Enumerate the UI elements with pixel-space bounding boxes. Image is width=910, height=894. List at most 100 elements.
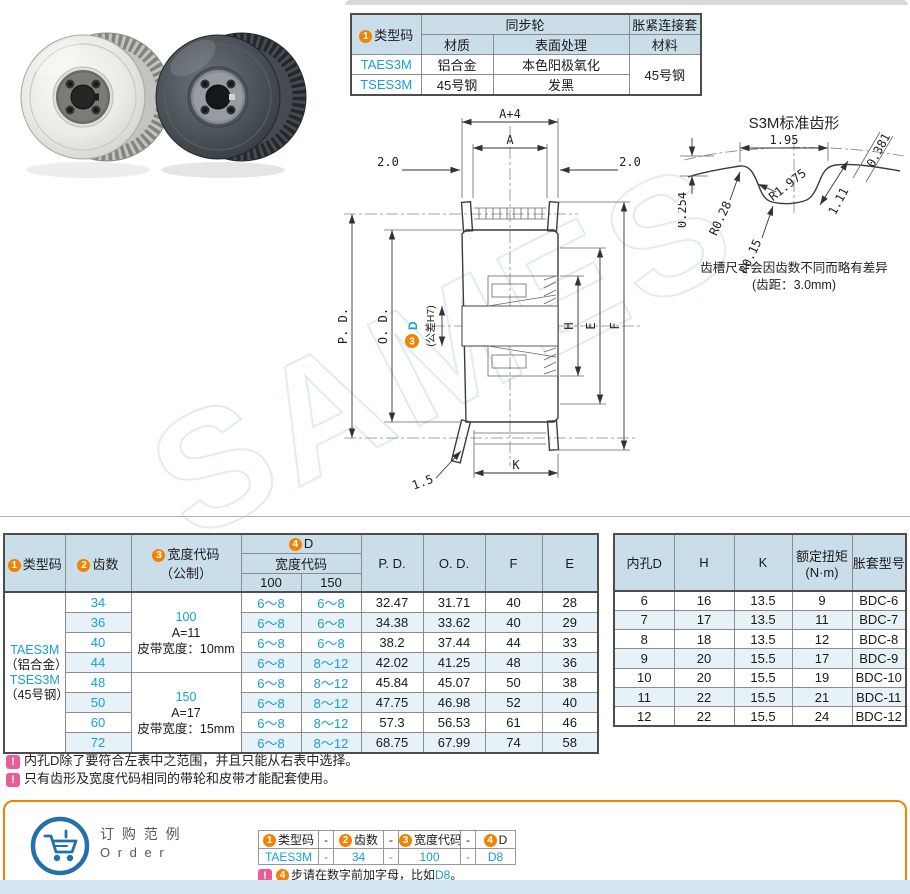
table-row: 48 150 A=17 皮带宽度：15mm 6～8 8～12 45.84 45.… (4, 672, 599, 754)
cell: 42.02 (360, 652, 424, 673)
tooth-dim-angle: 0.381 (864, 131, 893, 169)
width-group-100: 100 A=11 皮带宽度：10mm (130, 591, 242, 673)
dim-od: O. D. (376, 308, 390, 344)
cell: 21 (791, 686, 853, 708)
cell: 6～8 (240, 672, 302, 693)
table-row: 44 6～8 8～12 42.02 41.25 48 36 (4, 652, 599, 673)
cell: 铝合金 (420, 54, 494, 75)
cell: 20 (673, 667, 735, 688)
tooth-note-2: (齿距：3.0mm) (752, 278, 836, 292)
cell: 100 (398, 848, 461, 865)
cell: 16 (673, 590, 735, 611)
warning-icon: ! (6, 755, 20, 769)
cell: 8～12 (300, 692, 362, 713)
cell: 17 (791, 648, 853, 669)
dim-a: A (506, 133, 514, 147)
cell: 6～8 (300, 612, 362, 633)
header-150: 150 (300, 572, 362, 593)
cell: BDC-11 (851, 686, 907, 708)
dim-a-plus-4: A+4 (499, 107, 521, 121)
dim-pd: P. D. (338, 308, 350, 344)
cell: 8 (613, 629, 675, 650)
cell: 11 (613, 686, 675, 708)
cell: 36 (541, 652, 599, 673)
cell: 12 (613, 706, 675, 727)
cell: 40 (64, 632, 132, 653)
cell: 15.5 (733, 686, 793, 708)
cell: 6～8 (240, 692, 302, 713)
dash: - (460, 830, 476, 849)
spec-header-sleeve-material: 材料 (628, 34, 702, 55)
cell: 6～8 (240, 632, 302, 653)
spec-header-material: 材质 (420, 34, 494, 55)
cell: 48 (484, 652, 543, 673)
bottom-strip (0, 880, 910, 894)
tooth-note-1: 齿槽尺寸会因齿数不同而略有差异 (700, 260, 888, 275)
cell: 34.38 (360, 612, 424, 633)
cell: 8～12 (300, 712, 362, 733)
header-torque: 额定扭矩(N·m) (791, 533, 853, 592)
header-k: K (733, 533, 793, 592)
tooth-dim-r2: R1.975 (766, 166, 809, 204)
cell: 45号钢 (628, 54, 702, 96)
cell: 15.5 (733, 706, 793, 727)
table-row: 50 6～8 8～12 47.75 46.98 52 40 (4, 692, 599, 713)
dim-k: K (512, 458, 520, 472)
table-row: TAES3M（铝合金） TSES3M（45号钢） 34 100 A=11 皮带宽… (3, 591, 599, 754)
cell: 12 (791, 629, 853, 650)
spec-row: TAES3M 铝合金 本色阳极氧化 45号钢 (350, 54, 702, 96)
order-title-cn: 订 购 范 例 (100, 826, 182, 842)
cell: 7 (613, 609, 675, 631)
cell: 48 (64, 672, 132, 693)
cell: 13.5 (733, 609, 793, 631)
cell: 50 (64, 692, 132, 713)
cell: 60 (64, 712, 132, 733)
cell: BDC-10 (851, 667, 907, 688)
cell: D8 (475, 848, 516, 865)
cell: 32.47 (360, 591, 424, 613)
header-pd: P. D. (360, 533, 424, 593)
cell: 本色阳极氧化 (492, 54, 630, 75)
spec-header-sync: 同步轮 (420, 13, 630, 35)
cell: 40 (484, 612, 543, 633)
cell: 24 (791, 706, 853, 727)
expansion-sleeve-top (487, 275, 559, 307)
spec-header-sleeve: 胀紧连接套 (628, 13, 702, 35)
dash: - (460, 848, 476, 865)
warning-icon: ! (258, 869, 272, 883)
badge-1: 1 (359, 30, 373, 43)
width-group-150: 150 A=17 皮带宽度：15mm (130, 672, 242, 754)
cell: 10 (613, 667, 675, 688)
cell: BDC-7 (851, 609, 907, 631)
tooth-profile-title: S3M标准齿形 (749, 115, 840, 132)
cell: 33 (541, 632, 599, 653)
cell: 52 (484, 692, 543, 713)
cell: 58 (541, 732, 599, 754)
cell: 13.5 (733, 590, 793, 611)
type-code-cell: TAES3M（铝合金） TSES3M（45号钢） (3, 591, 66, 754)
badge-3-icon (405, 334, 419, 348)
cell: 8～12 (300, 652, 362, 673)
header-100: 100 (240, 572, 302, 593)
cell: 38.2 (360, 632, 424, 653)
cell: 37.44 (422, 632, 486, 653)
cell: TAES3M (350, 54, 422, 75)
dim-h: H (562, 322, 576, 329)
cell: 46.98 (422, 692, 486, 713)
